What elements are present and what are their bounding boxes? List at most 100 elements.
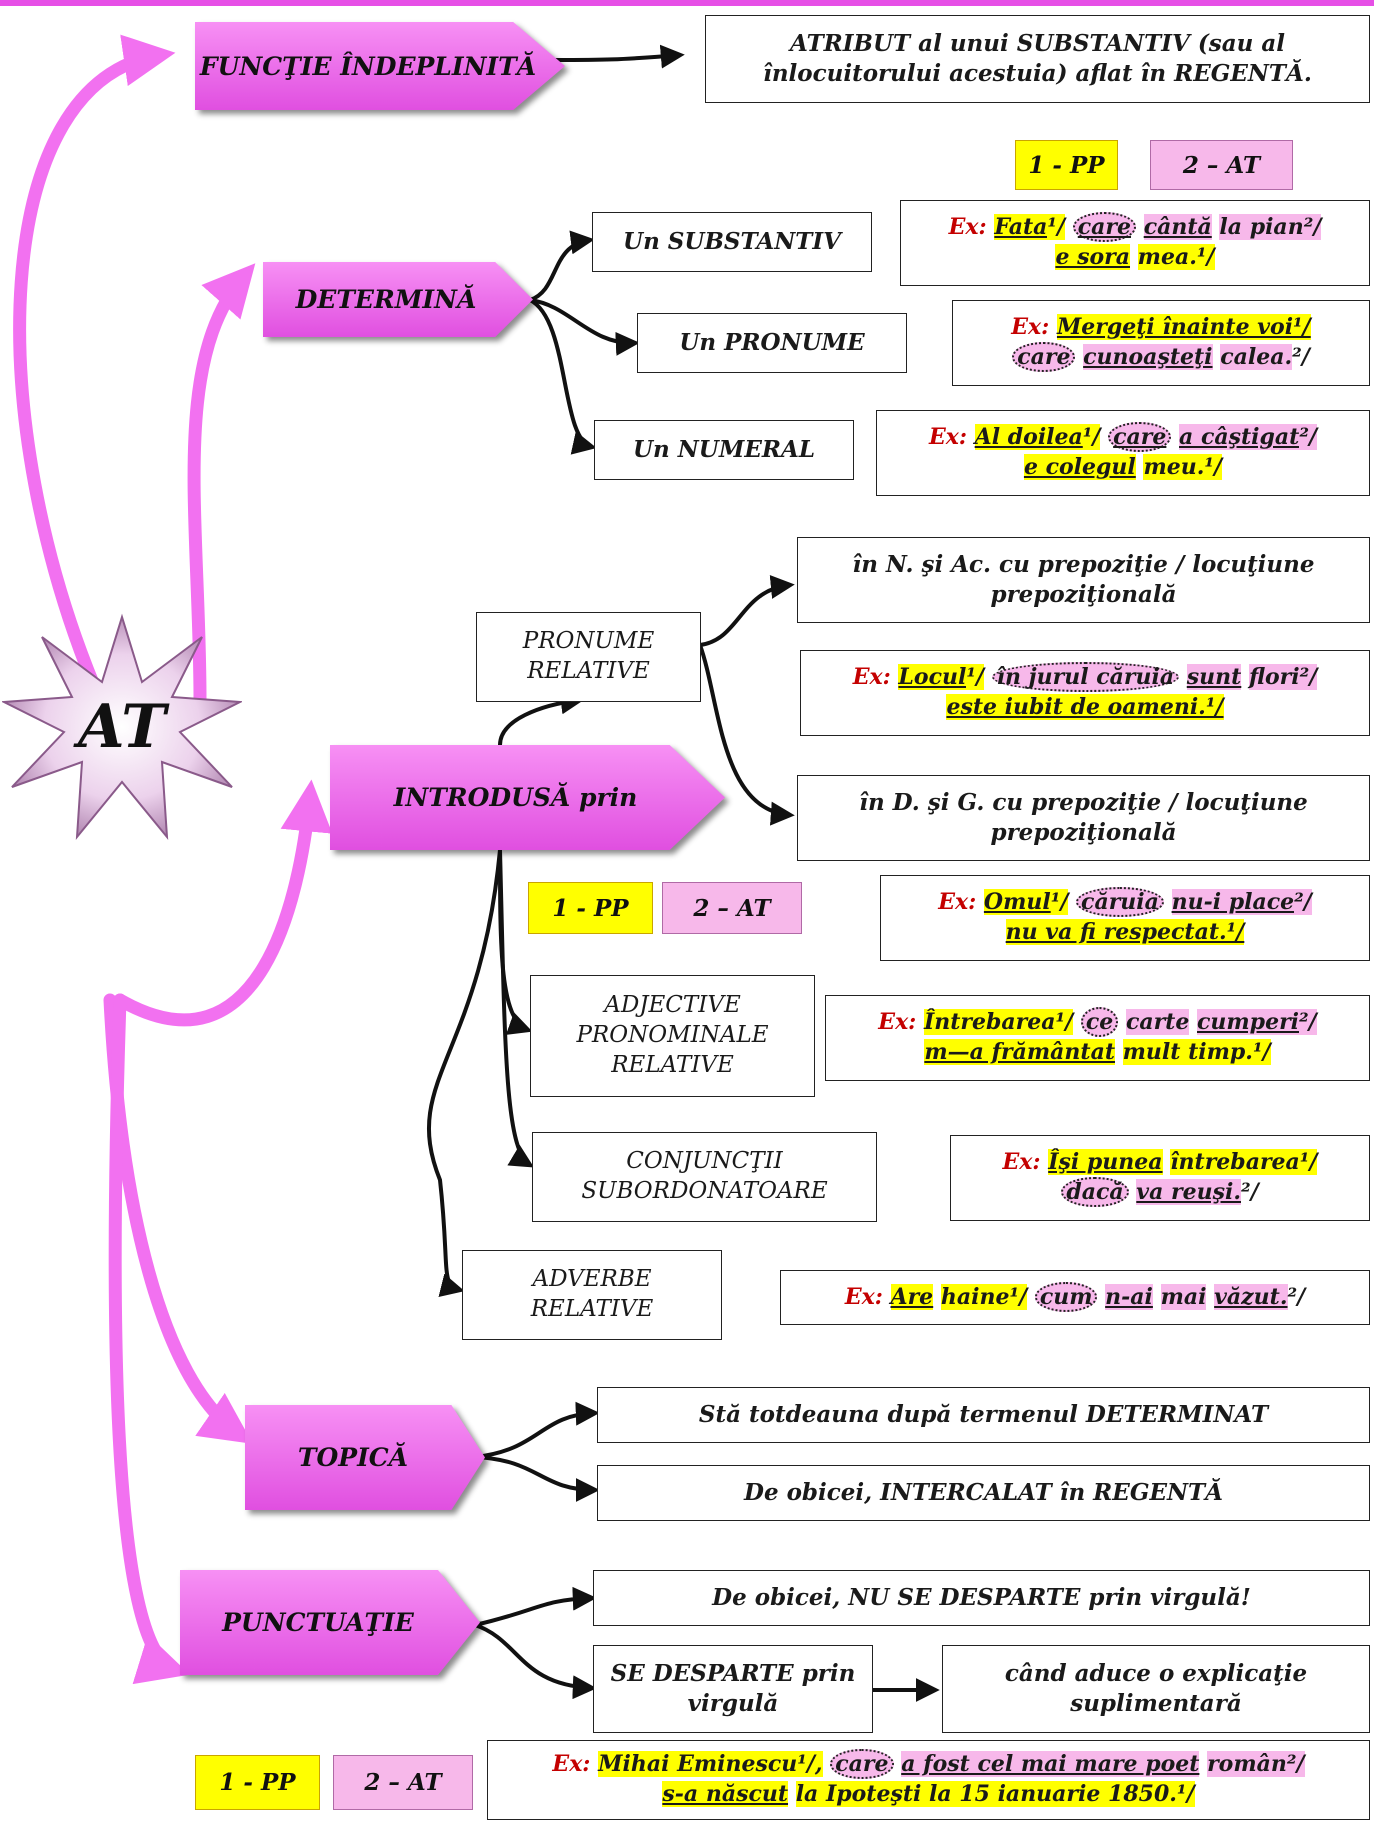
determina-node[interactable]: DETERMINĂ	[263, 262, 533, 337]
ex-text: ²/	[1299, 424, 1317, 451]
functie-node[interactable]: FUNCŢIE ÎNDEPLINITĂ	[195, 22, 565, 110]
ex-label: Ex:	[844, 1283, 883, 1310]
ex-label: Ex:	[1002, 1149, 1041, 1176]
ex-text: sunt	[1186, 664, 1242, 691]
arrow-functie	[554, 44, 685, 69]
ex-text: la pian	[1219, 214, 1304, 241]
legend-at-top: 2 – AT	[1150, 140, 1293, 190]
ex-text: ¹/	[1299, 1149, 1318, 1176]
ex-relative-word: care	[830, 1749, 894, 1780]
connector-punctuatie	[108, 993, 190, 1684]
ex-text: ²/	[1303, 214, 1322, 241]
ex-text: n-ai	[1105, 1283, 1153, 1310]
legend-at-mid: 2 – AT	[662, 882, 802, 934]
determina-substantiv: Un SUBSTANTIV	[592, 212, 872, 272]
ex-relative-word: care	[1108, 422, 1172, 453]
topica-rule-2: De obicei, INTERCALAT în REGENTĂ	[597, 1465, 1370, 1521]
ex-label: Ex:	[1011, 314, 1050, 341]
arrow-det-num	[528, 298, 597, 455]
ex-label: Ex:	[948, 214, 987, 241]
punctuatie-no-comma: De obicei, NU SE DESPARTE prin virgulă!	[593, 1570, 1370, 1626]
connector-topica	[103, 993, 253, 1444]
ex-text: ¹/	[1055, 1009, 1074, 1036]
ex-label: Ex:	[852, 664, 891, 691]
determina-numeral: Un NUMERAL	[594, 420, 854, 480]
ex-text: ¹/	[1050, 889, 1069, 916]
functie-description: ATRIBUT al unui SUBSTANTIV (sau al înloc…	[705, 15, 1370, 103]
arrow-top-2	[474, 1455, 600, 1502]
top-bar	[0, 0, 1374, 6]
ex-text: ²/	[1299, 664, 1318, 691]
arrow-det-sub	[529, 230, 595, 302]
ex-text: ²/	[1287, 1283, 1306, 1310]
ex-text: m—a frământat	[924, 1039, 1115, 1065]
ex-text: nu-i place	[1171, 889, 1295, 916]
ex-text: mea.¹/	[1137, 244, 1215, 270]
arrow-intro-conj	[498, 849, 535, 1168]
ex-text: a fost cel mai mare poet	[901, 1751, 1200, 1778]
ex-text: ²/	[1299, 1009, 1317, 1036]
arrow-punc-2	[474, 1623, 597, 1700]
ex-text: nu va fi respectat.¹/	[1005, 919, 1245, 945]
ex-text: român	[1207, 1751, 1287, 1778]
arrow-pron-na	[699, 574, 795, 647]
connector-determina	[187, 263, 256, 707]
example-numeral: Ex: Al doilea¹/ care a câştigat²/ e cole…	[876, 410, 1370, 496]
arrow-intro-adv	[426, 849, 502, 1297]
conjunctii-subordonatoare: CONJUNCŢII SUBORDONATOARE	[532, 1132, 877, 1222]
legend-pp-bottom: 1 - PP	[195, 1755, 320, 1810]
ex-text: mult timp.¹/	[1122, 1039, 1271, 1065]
ex-label: Ex:	[938, 889, 977, 916]
arrow-intro-pron	[498, 690, 585, 746]
topica-rule-1: Stă totdeauna după termenul DETERMINAT	[597, 1387, 1370, 1443]
functie-node-label: FUNCŢIE ÎNDEPLINITĂ	[199, 51, 537, 81]
ex-relative-word: care	[1012, 342, 1076, 372]
ex-relative-word: în jurul căruia	[991, 662, 1180, 693]
ex-text: cântă	[1143, 214, 1212, 241]
ex-text: ¹/	[1082, 424, 1101, 451]
ex-text: calea.	[1220, 344, 1293, 370]
ex-text: e sora	[1055, 244, 1130, 270]
ex-text: Omul	[983, 889, 1051, 916]
ex-text: va reuşi.	[1136, 1179, 1241, 1205]
center-star: AT	[0, 612, 244, 842]
ex-text: ²/	[1240, 1179, 1259, 1205]
adjective-pronominale-relative: ADJECTIVE PRONOMINALE RELATIVE	[530, 975, 815, 1097]
ex-relative-word: căruia	[1076, 887, 1164, 918]
example-punctuatie: Ex: Mihai Eminescu¹/, care a fost cel ma…	[487, 1740, 1370, 1820]
ex-text: carte	[1125, 1009, 1190, 1036]
ex-text: Are	[890, 1283, 934, 1310]
ex-text: este iubit de oameni.¹/	[946, 694, 1224, 720]
legend-pp-top: 1 - PP	[1015, 140, 1118, 190]
case-n-ac: în N. şi Ac. cu prepoziţie / locuţiune p…	[797, 537, 1370, 623]
connector-functie	[13, 34, 176, 707]
punctuatie-when: când aduce o explicaţie suplimentară	[942, 1645, 1370, 1733]
ex-text: la Ipoteşti la 15 ianuarie 1850.¹/	[795, 1781, 1195, 1807]
topica-node[interactable]: TOPICĂ	[245, 1405, 485, 1510]
example-adjective: Ex: Întrebarea¹/ ce carte cumperi²/ m—a …	[825, 995, 1370, 1081]
center-label: AT	[78, 692, 166, 762]
example-pronume: Ex: Mergeţi înainte voi¹/ care cunoaşteţ…	[952, 300, 1370, 386]
arrow-punc-1	[474, 1586, 597, 1627]
ex-text: ¹/	[1047, 214, 1066, 241]
example-conjunctii: Ex: Îşi punea întrebarea¹/ dacă va reuşi…	[950, 1135, 1370, 1221]
determina-node-label: DETERMINĂ	[295, 285, 477, 314]
introdusa-node[interactable]: INTRODUSĂ prin	[330, 745, 725, 850]
ex-text: Fata	[994, 214, 1048, 241]
legend-pp-mid: 1 - PP	[528, 882, 653, 934]
ex-text: ¹/,	[797, 1751, 823, 1778]
ex-text: a câştigat	[1179, 424, 1300, 451]
ex-relative-word: care	[1072, 212, 1137, 243]
example-n-ac: Ex: Locul¹/ în jurul căruia sunt flori²/…	[800, 650, 1370, 736]
ex-text: cunoaşteţi	[1083, 344, 1213, 370]
ex-text: văzut.	[1214, 1283, 1288, 1310]
ex-text: cumperi	[1197, 1009, 1300, 1036]
punctuatie-node[interactable]: PUNCTUAŢIE	[180, 1570, 480, 1675]
ex-text: ¹/	[1009, 1283, 1028, 1310]
ex-label: Ex:	[878, 1009, 917, 1036]
case-d-g: în D. şi G. cu prepoziţie / locuţiune pr…	[797, 775, 1370, 861]
ex-text: e colegul	[1023, 454, 1136, 480]
punctuatie-node-label: PUNCTUAŢIE	[222, 1608, 414, 1637]
ex-label: Ex:	[928, 424, 967, 451]
